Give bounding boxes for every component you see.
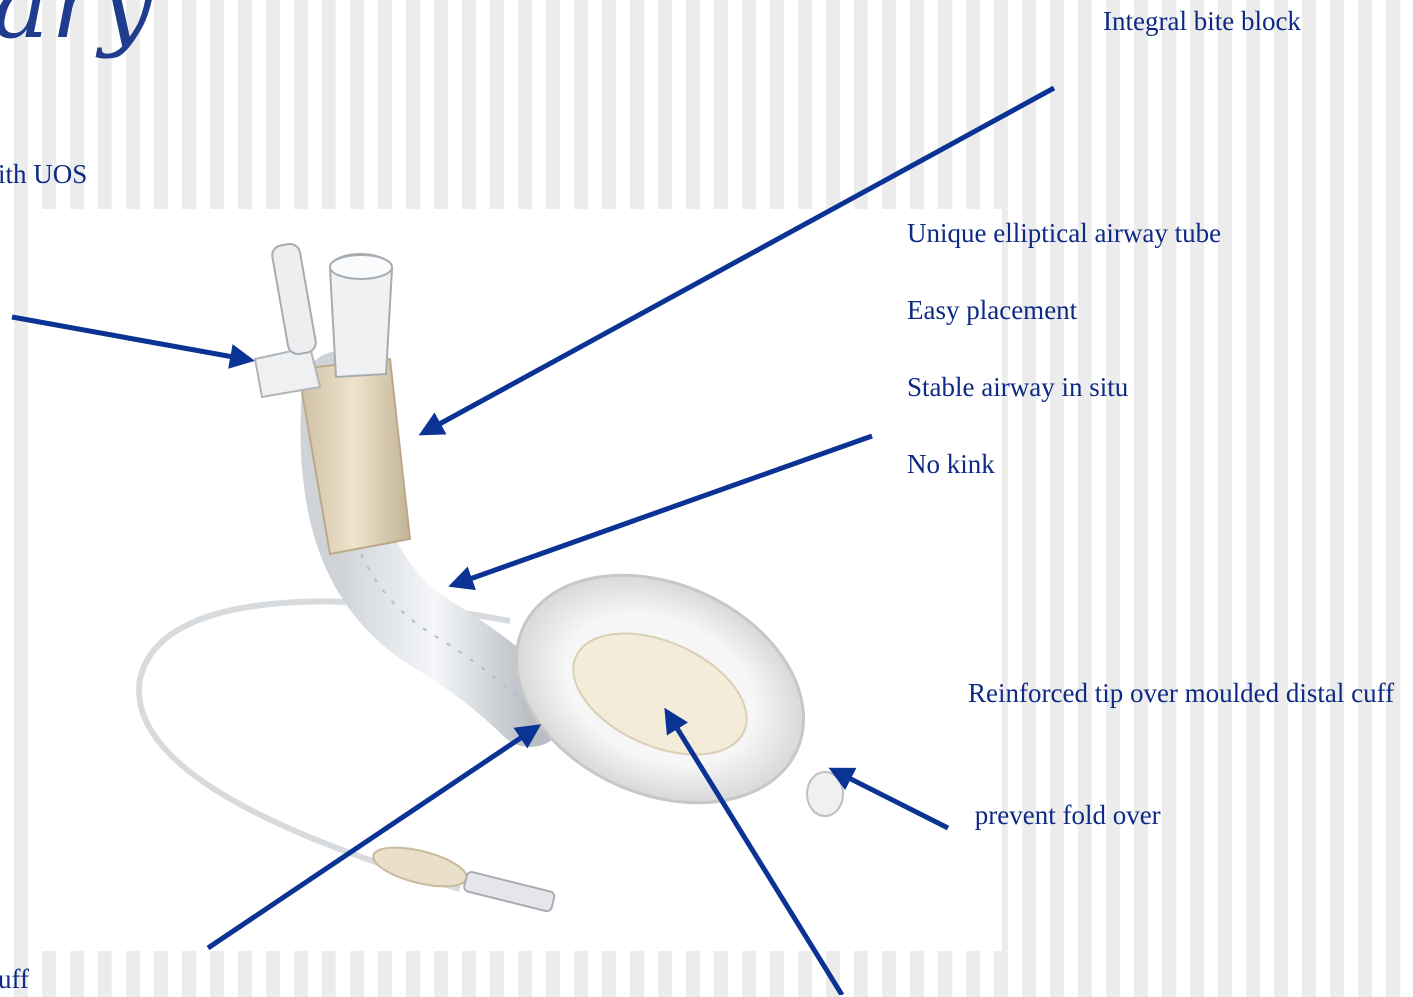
label-fold-over: prevent fold over — [968, 798, 1161, 833]
label-bite-block: Integral bite block — [1103, 4, 1301, 39]
label-uos: ith UOS — [0, 157, 87, 192]
arrow-bowl — [667, 712, 842, 995]
label-reinforced-tip: Reinforced tip over moulded distal cuff — [968, 668, 1413, 718]
arrow-distal-tip — [833, 770, 948, 828]
arrow-tab — [12, 317, 250, 360]
label-cuff: uff — [0, 962, 29, 997]
label-stable-airway: Stable airway in situ — [907, 370, 1128, 405]
arrow-airway-tube — [453, 436, 872, 585]
arrow-cuff — [208, 727, 537, 948]
label-easy-placement: Easy placement — [907, 293, 1077, 328]
label-elliptical-tube: Unique elliptical airway tube — [907, 216, 1221, 251]
label-no-kink: No kink — [907, 447, 995, 482]
